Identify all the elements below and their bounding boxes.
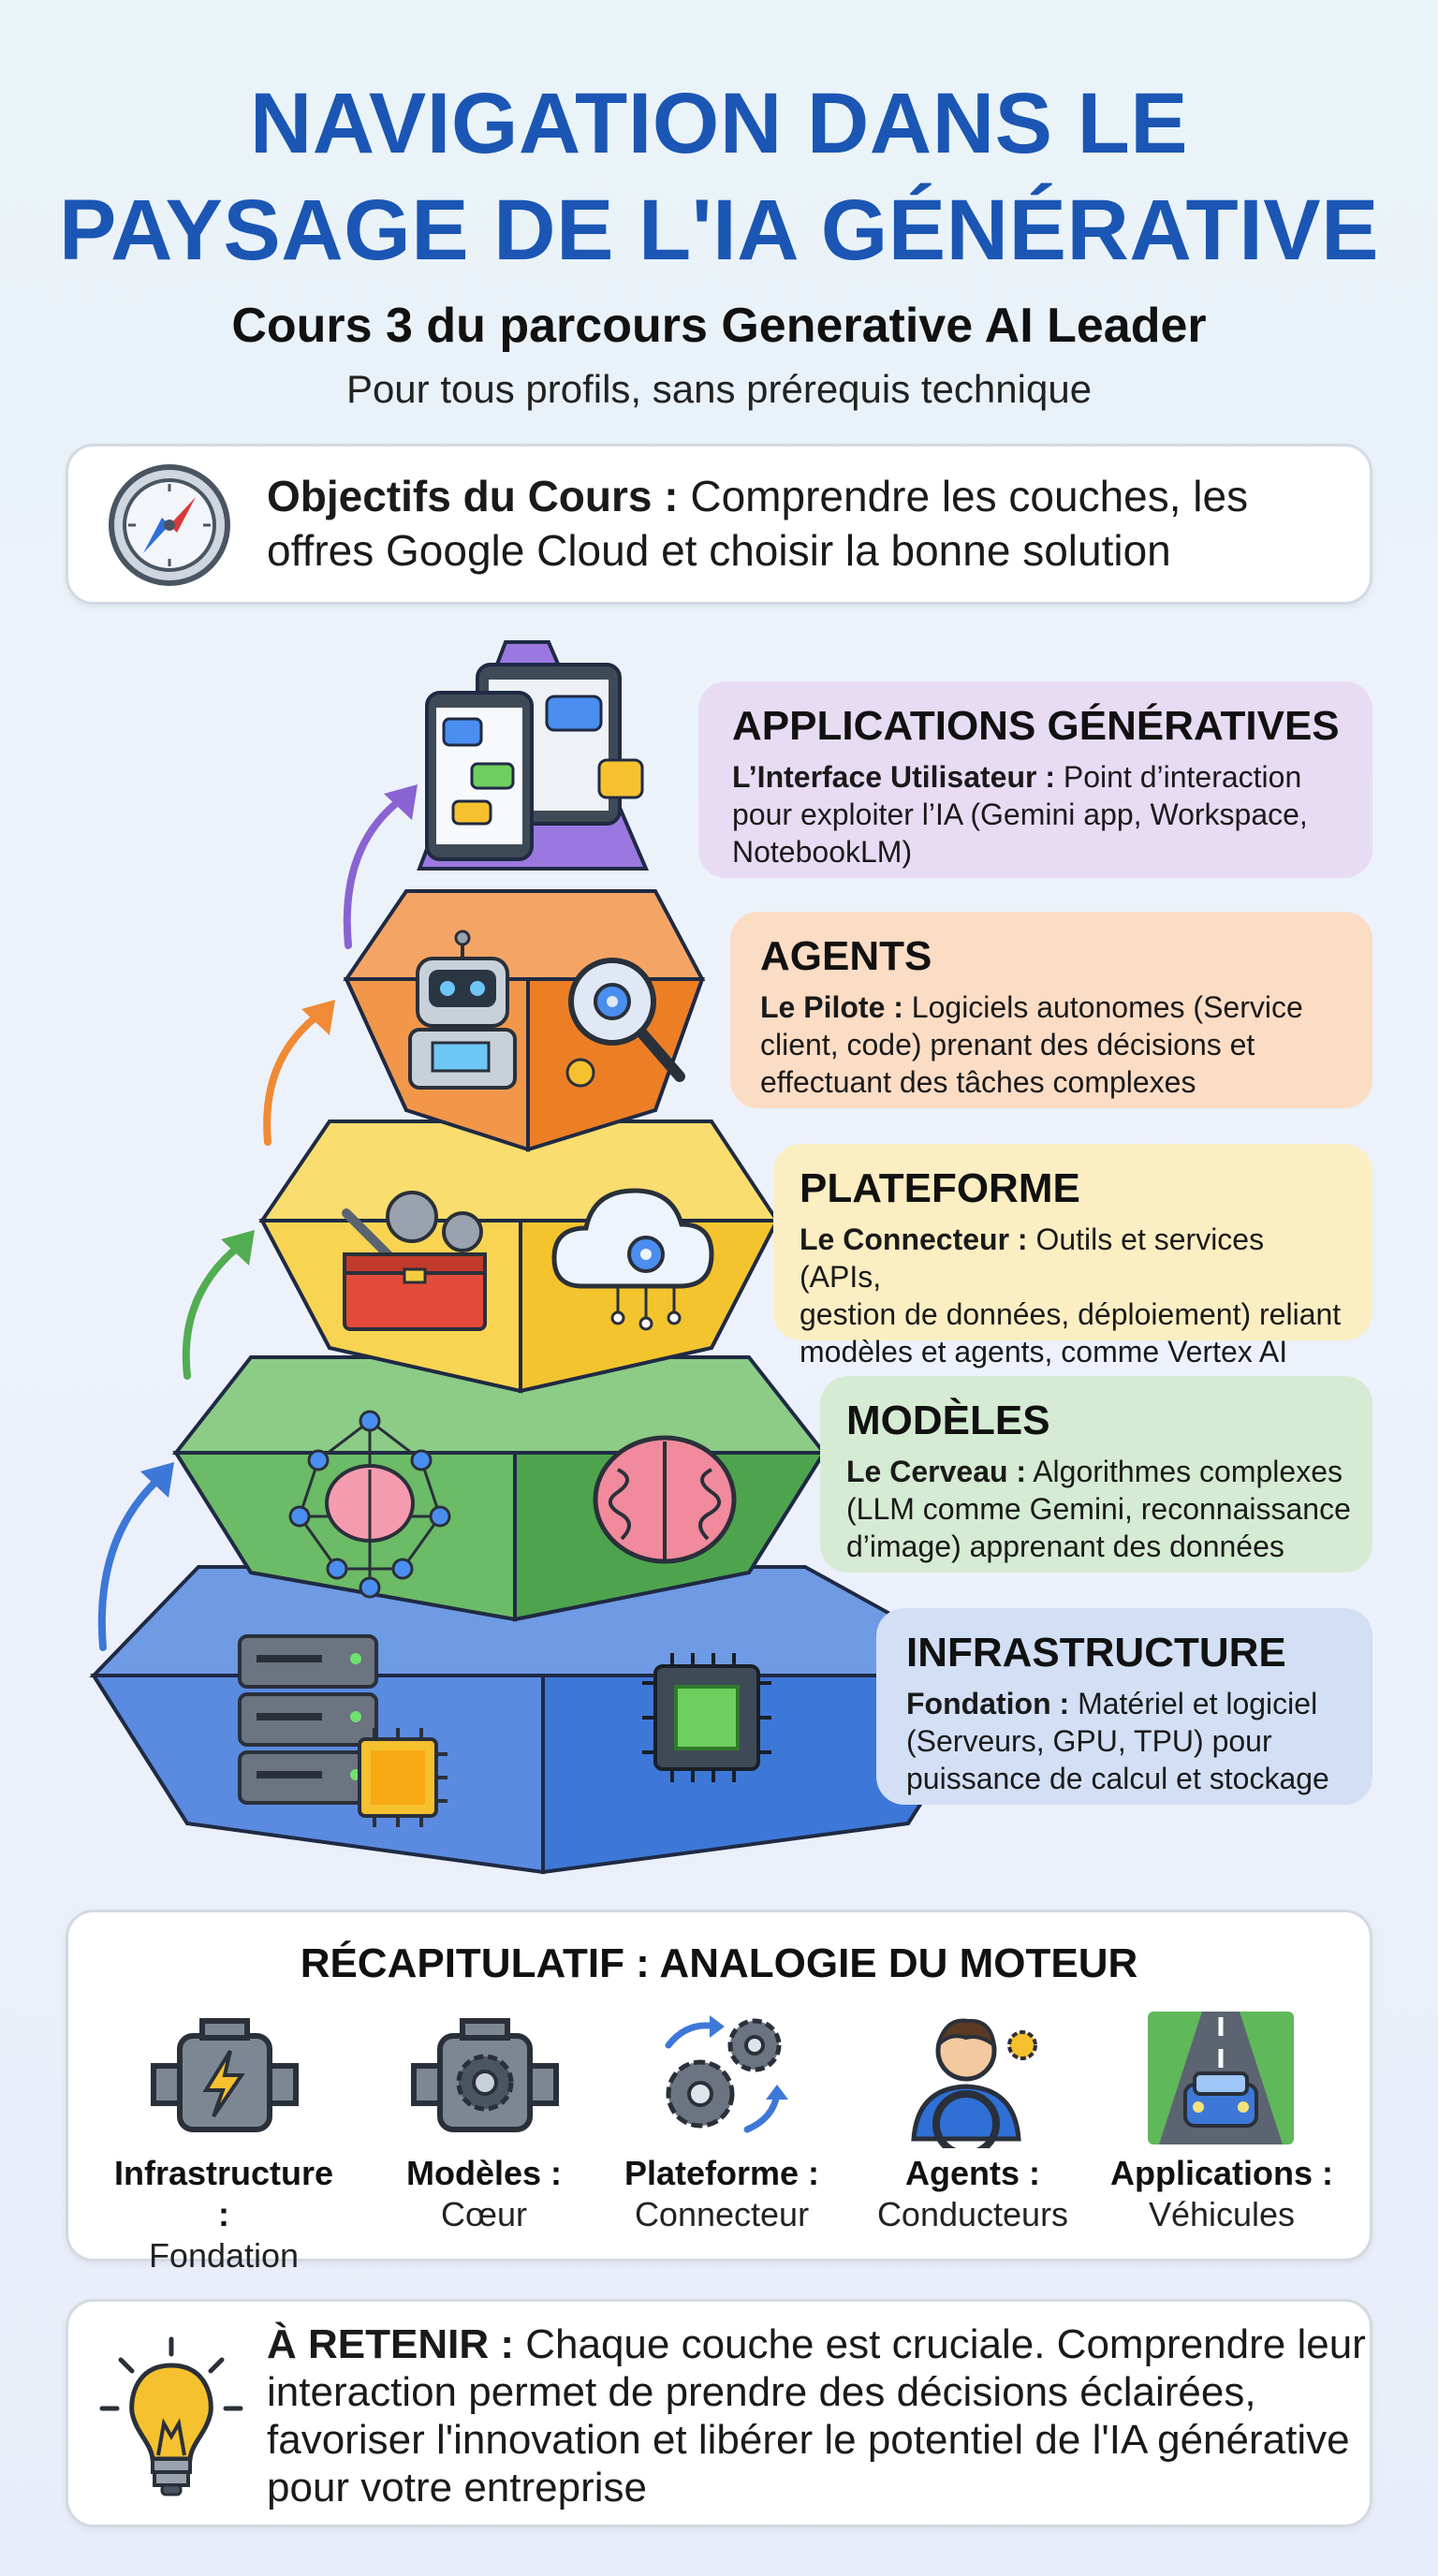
- retenir-line-3: favoriser l'innovation et libérer le pot…: [267, 2417, 1350, 2463]
- layer-title-applications: APPLICATIONS GÉNÉRATIVES: [732, 703, 1340, 749]
- pyramid-layer-models: [171, 1355, 829, 1622]
- objectives-card: Objectifs du Cours : Comprendre les couc…: [66, 444, 1372, 605]
- server-rack-icon: [238, 1634, 378, 1805]
- layer-desc-models-1: Algorithmes complexes: [1026, 1455, 1343, 1488]
- page-subtitle: Cours 3 du parcours Generative AI Leader: [231, 299, 1207, 353]
- layer-role-infrastructure: Fondation :: [906, 1687, 1070, 1720]
- retenir-line-2: interaction permet de prendre des décisi…: [267, 2369, 1256, 2415]
- layer-title-agents: AGENTS: [760, 933, 932, 979]
- retenir-line-4: pour votre entreprise: [267, 2465, 647, 2510]
- layer-card-infrastructure: INFRASTRUCTURE Fondation : Matériel et l…: [876, 1608, 1372, 1805]
- recap-title: RÉCAPITULATIF : ANALOGIE DU MOTEUR: [300, 1940, 1138, 1986]
- recap-role-models: Cœur: [441, 2195, 527, 2233]
- driver-icon: [911, 2018, 1037, 2158]
- arrow-up-green: [182, 1237, 249, 1380]
- page-tagline: Pour tous profils, sans prérequis techni…: [345, 367, 1093, 411]
- layer-role-applications: L’Interface Utilisateur :: [732, 760, 1055, 794]
- objectives-label: Objectifs du Cours :: [267, 472, 679, 520]
- layer-title-models: MODÈLES: [846, 1398, 1050, 1443]
- pyramid-layer-agents: [343, 889, 706, 1152]
- layer-desc-agents-2: client, code) prenant des décisions et: [760, 1028, 1255, 1061]
- compass-icon: [109, 464, 230, 586]
- layer-desc-applications-2: pour exploiter l’IA (Gemini app, Workspa…: [732, 798, 1308, 831]
- recap-item-models: Modèles : Cœur: [372, 2008, 596, 2235]
- cloud-gear-icon: [551, 1188, 714, 1331]
- recap-role-agents: Conducteurs: [876, 2195, 1069, 2233]
- layer-desc-infrastructure-2: (Serveurs, GPU, TPU) pour: [906, 1724, 1272, 1758]
- page-title-line2: PAYSAGE DE L'IA GÉNÉRATIVE: [58, 183, 1380, 278]
- lightbulb-icon: [99, 2336, 243, 2496]
- recap-role-infrastructure: Fondation: [148, 2236, 300, 2275]
- layer-desc-applications-1: Point d’interaction: [1054, 760, 1302, 794]
- objectives-text-2: offres Google Cloud et choisir la bonne …: [267, 526, 1171, 575]
- pyramid-layer-platform: [258, 1120, 781, 1394]
- layer-desc-models-3: d’image) apprenant des données: [846, 1530, 1284, 1563]
- pyramid-diagram: [89, 640, 1005, 1875]
- layer-card-platform: PLATEFORME Le Connecteur : Outils et ser…: [773, 1144, 1372, 1368]
- gears-arrows-icon: [665, 2015, 788, 2133]
- retenir-line-1: Chaque couche est cruciale. Comprendre l…: [514, 2321, 1366, 2367]
- recap-item-applications: Applications : Véhicules: [1109, 2008, 1334, 2235]
- layer-desc-agents-1: Logiciels autonomes (Service: [902, 990, 1303, 1024]
- arrow-up-orange: [263, 1007, 328, 1146]
- neural-network-icon: [288, 1410, 451, 1599]
- pyramid-layer-applications: [417, 640, 650, 871]
- page-title-line1: NAVIGATION DANS LE: [249, 76, 1189, 171]
- layer-role-models: Le Cerveau :: [846, 1455, 1027, 1488]
- engine-lightning-icon: [151, 2018, 299, 2132]
- recap-name-agents: Agents :: [905, 2154, 1040, 2192]
- magnifier-gear-icon: [565, 958, 685, 1088]
- recap-item-infrastructure: Infrastructure : Fondation: [111, 2008, 336, 2276]
- recap-name-platform: Plateforme :: [624, 2154, 820, 2192]
- layer-title-platform: PLATEFORME: [800, 1165, 1080, 1211]
- layer-role-agents: Le Pilote :: [760, 990, 903, 1024]
- tpu-chip-icon: [642, 1653, 771, 1782]
- recap-name-infrastructure: Infrastructure :: [113, 2154, 334, 2233]
- layer-card-models: MODÈLES Le Cerveau : Algorithmes complex…: [820, 1376, 1372, 1573]
- engine-gear-icon: [411, 2018, 559, 2132]
- layer-title-infrastructure: INFRASTRUCTURE: [906, 1630, 1286, 1676]
- layer-desc-platform-2: gestion de données, déploiement) reliant: [800, 1297, 1342, 1331]
- layer-desc-platform-1: Outils et services (APIs,: [800, 1222, 1265, 1294]
- layer-desc-platform-3: modèles et agents, comme Vertex AI: [800, 1335, 1288, 1368]
- layer-role-platform: Le Connecteur :: [800, 1222, 1028, 1256]
- layer-desc-models-2: (LLM comme Gemini, reconnaissance: [846, 1492, 1351, 1526]
- recap-role-platform: Connecteur: [634, 2195, 810, 2233]
- layer-card-agents: AGENTS Le Pilote : Logiciels autonomes (…: [730, 912, 1372, 1108]
- toolbox-icon: [342, 1191, 487, 1331]
- brain-icon: [593, 1435, 737, 1564]
- recap-item-platform: Plateforme : Connecteur: [609, 2008, 834, 2235]
- retenir-card: À RETENIR : Chaque couche est cruciale. …: [66, 2299, 1372, 2527]
- devices-chat-icon: [425, 663, 644, 861]
- robot-icon: [408, 929, 517, 1090]
- recap-card: RÉCAPITULATIF : ANALOGIE DU MOTEUR Infra…: [66, 1910, 1372, 2275]
- arrow-up-purple: [343, 792, 410, 949]
- arrow-up-blue: [97, 1470, 169, 1651]
- growth-arrows: [97, 784, 418, 1651]
- gpu-chip-icon: [358, 1728, 448, 1827]
- retenir-label: À RETENIR :: [267, 2321, 514, 2367]
- layer-desc-agents-3: effectuant des tâches complexes: [760, 1065, 1196, 1099]
- layer-desc-applications-3: NotebookLM): [732, 835, 913, 869]
- layer-desc-infrastructure-1: Matériel et logiciel: [1069, 1687, 1318, 1720]
- layer-desc-infrastructure-3: puissance de calcul et stockage: [906, 1762, 1329, 1795]
- objectives-text-1: Comprendre les couches, les: [678, 472, 1249, 520]
- car-road-icon: [1148, 2012, 1294, 2144]
- recap-name-applications: Applications :: [1109, 2154, 1333, 2192]
- pyramid-layer-infrastructure: [89, 1565, 1005, 1875]
- recap-role-applications: Véhicules: [1148, 2195, 1296, 2233]
- recap-name-models: Modèles :: [405, 2154, 563, 2192]
- recap-item-agents: Agents : Conducteurs: [860, 2008, 1085, 2235]
- layer-card-applications: APPLICATIONS GÉNÉRATIVES L’Interface Uti…: [698, 681, 1372, 878]
